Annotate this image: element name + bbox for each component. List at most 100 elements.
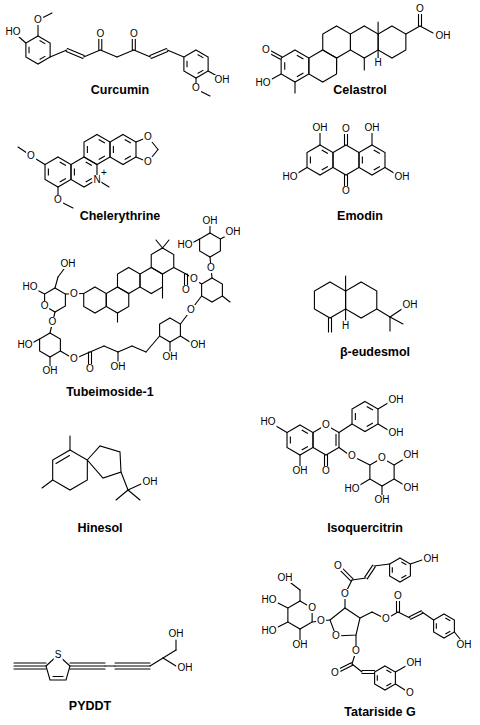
atom-label: HO xyxy=(177,240,194,250)
atom-label: O xyxy=(26,151,36,161)
bond xyxy=(341,665,353,671)
atom-label: OH xyxy=(42,366,59,376)
bond xyxy=(19,37,26,43)
bond xyxy=(396,600,397,612)
bond xyxy=(352,578,366,580)
bond xyxy=(347,134,348,145)
bond xyxy=(132,346,146,352)
bond xyxy=(399,600,400,612)
compound-name: Tubeimoside-1 xyxy=(66,386,153,400)
bond xyxy=(69,436,70,450)
ring xyxy=(151,248,174,274)
bond xyxy=(381,486,382,495)
ring xyxy=(184,50,208,78)
ring xyxy=(287,425,313,455)
aromatic-bond xyxy=(297,55,304,59)
bond xyxy=(360,479,370,485)
bond xyxy=(115,662,150,663)
bond xyxy=(163,240,170,248)
bond xyxy=(58,269,64,277)
atom-label: O xyxy=(261,45,271,55)
bond xyxy=(299,455,300,466)
atom-label: HO xyxy=(261,595,278,605)
bond xyxy=(395,666,406,672)
aromatic-bond xyxy=(60,179,66,183)
bond xyxy=(174,268,186,275)
bond xyxy=(175,640,176,650)
aromatic-bond xyxy=(125,156,131,160)
bond xyxy=(365,565,373,577)
bond xyxy=(324,455,325,466)
bond xyxy=(378,403,388,409)
atom-label: OH xyxy=(388,428,405,438)
bond xyxy=(339,663,351,669)
aromatic-bond xyxy=(436,623,437,629)
ring xyxy=(202,278,223,302)
atom-label: OH xyxy=(277,573,294,583)
bond xyxy=(70,662,105,663)
aromatic-bond xyxy=(87,146,88,153)
atom-label: OH xyxy=(406,658,423,668)
ring xyxy=(40,333,61,357)
bond xyxy=(117,313,118,322)
aromatic-bond xyxy=(386,670,391,673)
ring xyxy=(378,26,406,58)
bond xyxy=(134,50,151,57)
bond xyxy=(37,24,38,36)
atom-label: O xyxy=(129,29,139,39)
compound-name: Chelerythrine xyxy=(80,210,161,224)
atom-label: OH xyxy=(162,352,179,362)
atom-label: HO xyxy=(344,484,361,494)
aromatic-bond xyxy=(74,168,75,175)
bond xyxy=(345,309,346,320)
bond xyxy=(91,352,92,364)
aromatic-bond xyxy=(392,567,393,573)
bond xyxy=(298,168,307,174)
ring xyxy=(281,50,309,82)
atom-label: O xyxy=(415,4,425,14)
bond xyxy=(362,670,375,671)
aromatic-bond xyxy=(40,41,46,44)
bond xyxy=(291,583,300,590)
atom-label: O xyxy=(85,364,95,374)
bond xyxy=(116,490,128,500)
bond xyxy=(327,455,328,466)
bond xyxy=(167,50,184,57)
bond xyxy=(128,484,141,490)
bond xyxy=(117,50,134,57)
aromatic-bond xyxy=(401,575,406,578)
aromatic-bond xyxy=(86,179,92,183)
bond xyxy=(14,668,46,669)
bond xyxy=(42,13,52,18)
atom-label: O xyxy=(143,157,153,167)
bond xyxy=(339,424,352,433)
bond xyxy=(150,49,167,56)
bond xyxy=(101,38,102,50)
bond xyxy=(128,490,140,500)
atom-label: O xyxy=(330,668,340,678)
bond xyxy=(150,658,163,666)
bond xyxy=(374,564,390,566)
atom-label: OH xyxy=(364,123,381,133)
aromatic-bond xyxy=(113,146,114,153)
atom-label: H xyxy=(341,321,350,331)
bond xyxy=(118,346,132,352)
aromatic-bond xyxy=(297,73,304,77)
bond xyxy=(411,613,423,619)
atom-label: O xyxy=(48,317,58,327)
aromatic-bond xyxy=(377,675,378,681)
bond xyxy=(299,590,300,601)
ring-bonds xyxy=(26,26,455,690)
ring xyxy=(84,287,107,313)
bond xyxy=(278,603,288,608)
bond xyxy=(362,673,375,674)
aromatic-bond xyxy=(48,168,49,175)
aromatic-bond xyxy=(367,406,373,410)
atom-label: O xyxy=(33,15,43,25)
bond xyxy=(356,458,370,465)
atom-label: O xyxy=(206,263,216,273)
bond xyxy=(146,336,160,352)
bond xyxy=(70,668,105,669)
bond xyxy=(184,274,185,285)
ring xyxy=(309,50,337,82)
